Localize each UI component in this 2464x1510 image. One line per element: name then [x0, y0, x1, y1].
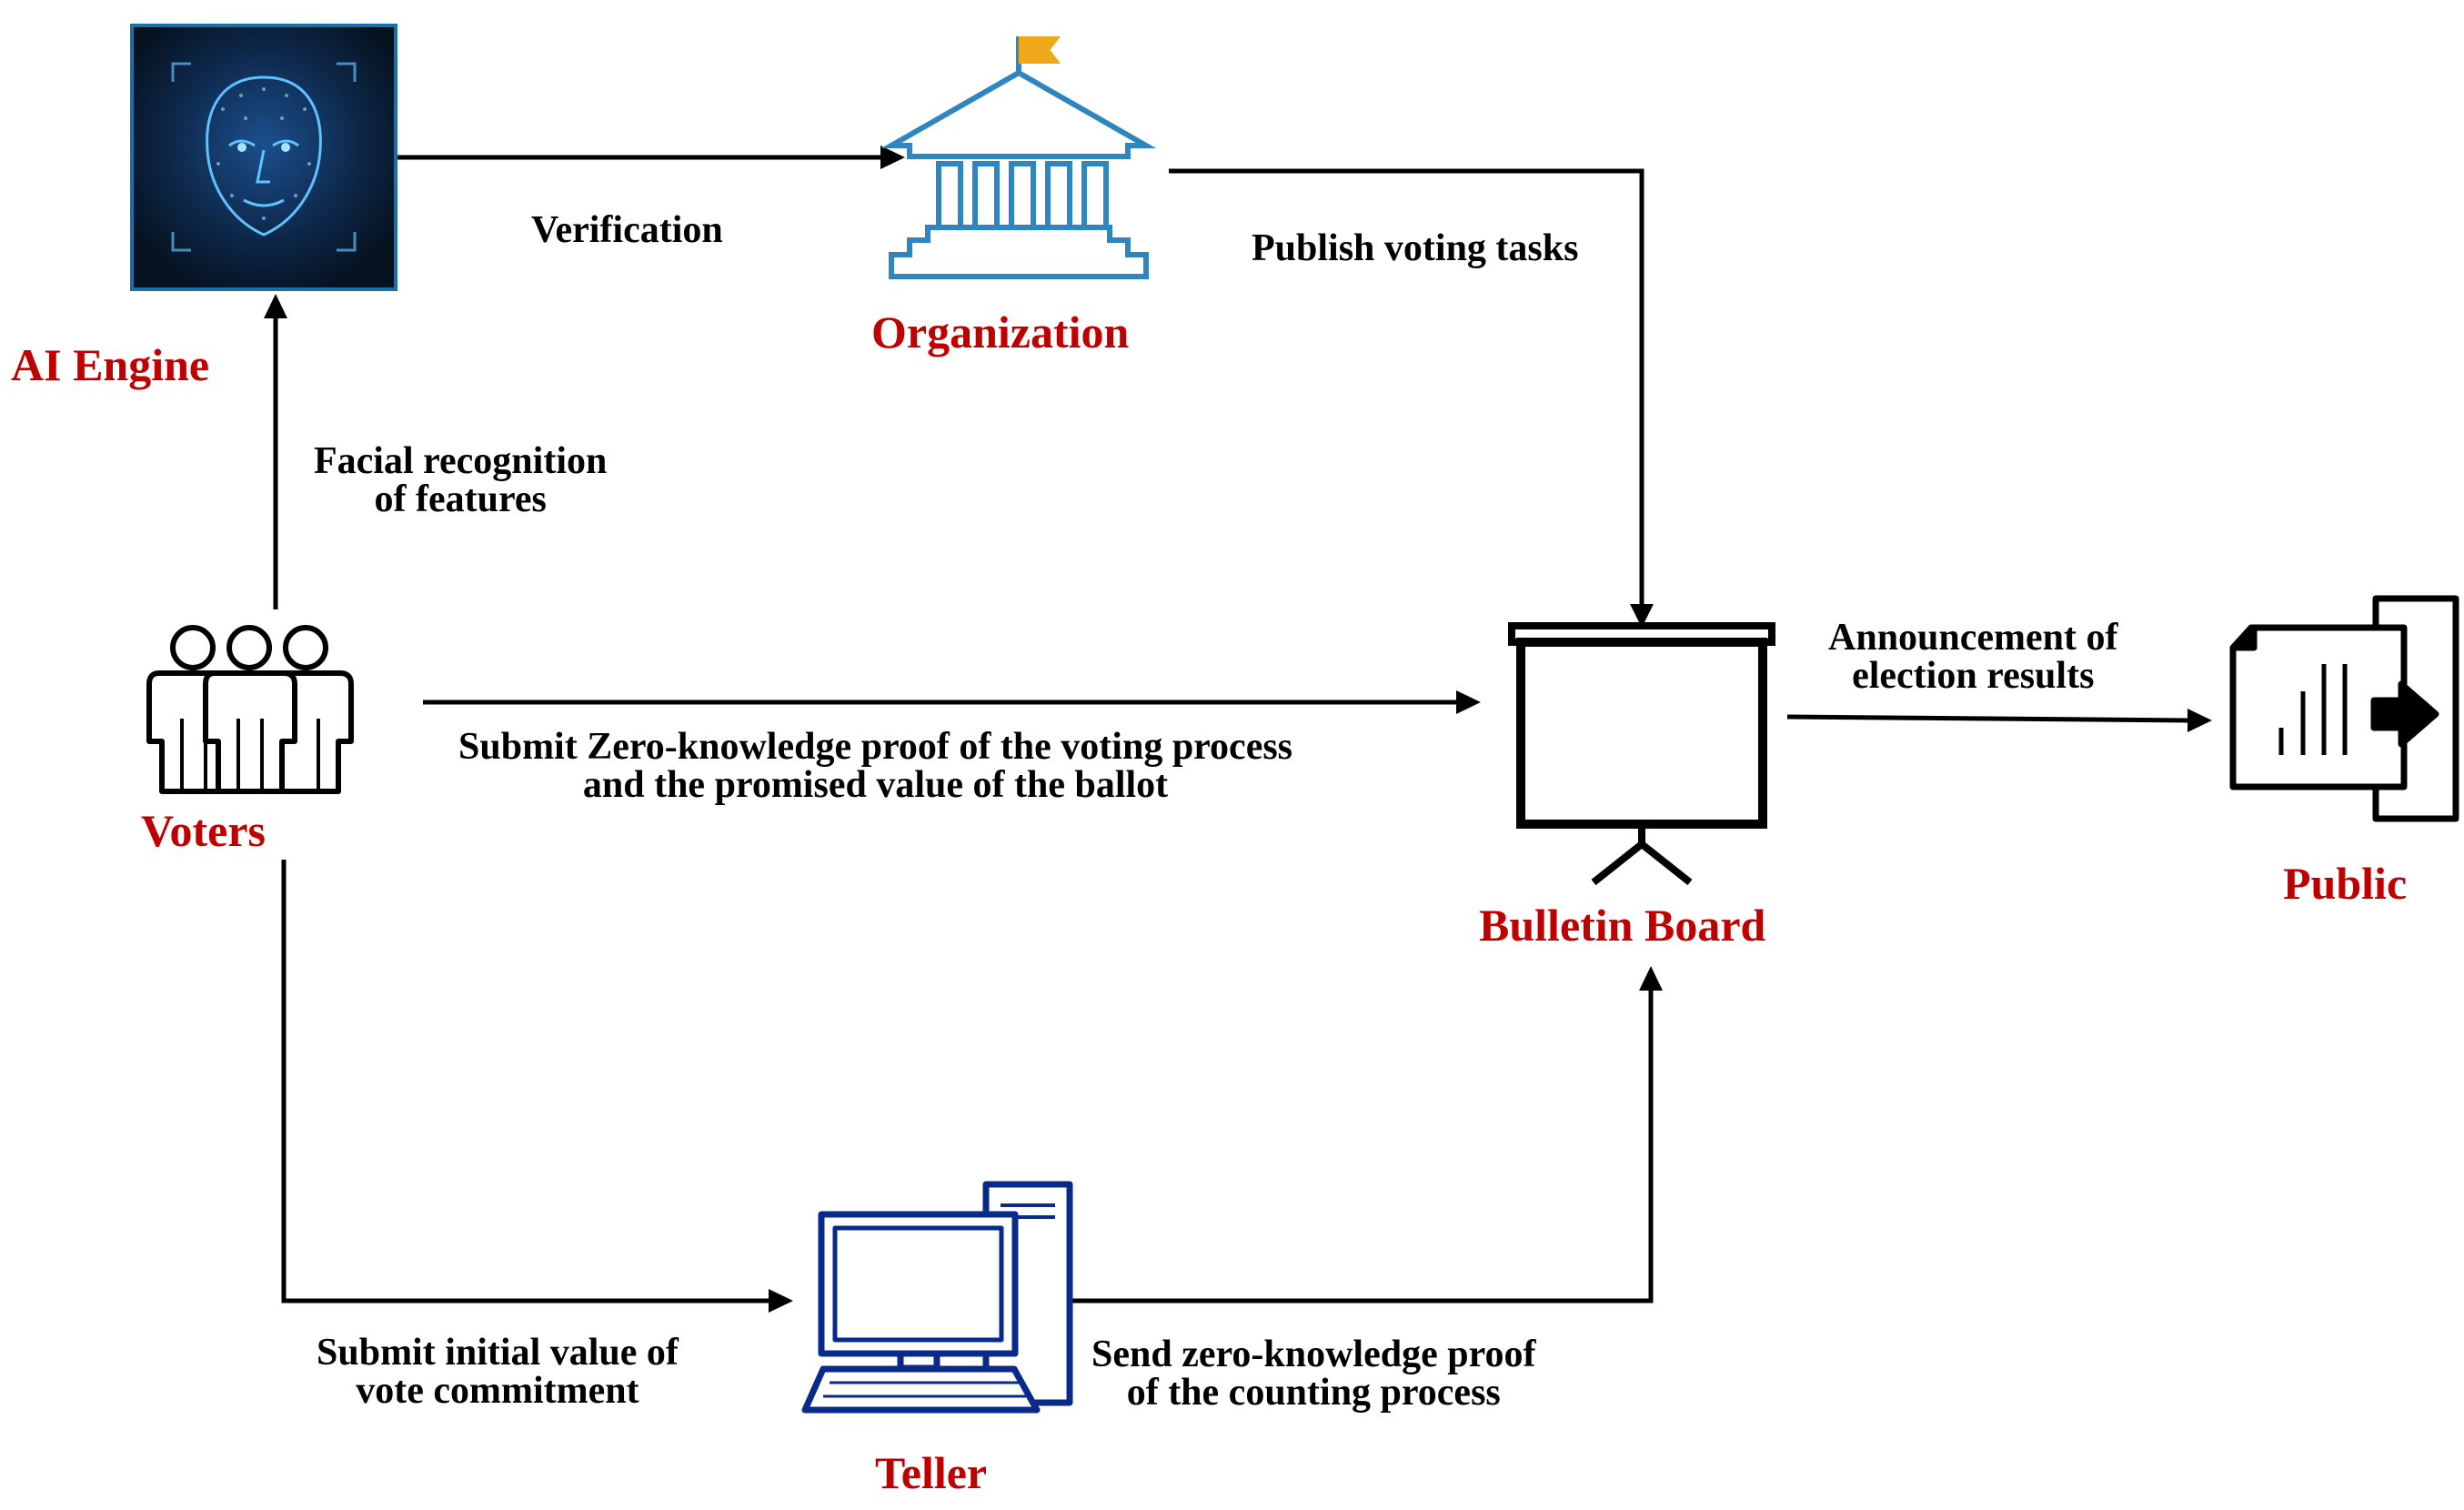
submit-initial-value-label: Submit initial value of vote commitment: [317, 1334, 679, 1410]
report-document-icon: [2229, 595, 2459, 822]
arrowhead-bulletin-bottom: [1639, 966, 1663, 991]
edge-bulletin-to-public: [1786, 714, 2191, 723]
edges: [273, 155, 2191, 1304]
send-zk-proof-label: Send zero-knowledge proof of the countin…: [1091, 1335, 1535, 1412]
announcement-label: Announcement of election results: [1828, 619, 2118, 695]
organization-label: Organization: [871, 307, 1130, 357]
bulletin-board-label: Bulletin Board: [1479, 900, 1766, 951]
face-scan-icon: [130, 24, 397, 291]
edge-teller-to-bulletin: [1071, 984, 1654, 1304]
submit-zk-line-2: and the promised value of the ballot: [582, 764, 1169, 806]
edge-organization-to-bulletin: [1169, 168, 1644, 611]
arrowhead-bulletin-top: [1630, 604, 1654, 628]
arrowhead-teller: [769, 1289, 793, 1313]
send-zk-line-2: of the counting process: [1126, 1372, 1501, 1414]
computer-icon: [801, 1181, 1073, 1414]
submit-zk-line-1: Submit Zero-knowledge proof of the votin…: [458, 726, 1293, 768]
facial-recognition-label: Facial recognition of features: [314, 442, 607, 518]
submit-initial-line-2: vote commitment: [356, 1370, 639, 1412]
arrowheads: [264, 146, 2212, 1313]
submit-initial-line-1: Submit initial value of: [317, 1332, 679, 1374]
edge-voters-to-teller: [281, 860, 771, 1304]
announce-line-2: election results: [1852, 655, 2095, 697]
arrowhead-public: [2187, 709, 2212, 732]
arrowhead-organization: [880, 146, 905, 169]
announce-line-1: Announcement of: [1828, 617, 2118, 659]
projection-board-icon: [1508, 622, 1775, 886]
voters-label: Voters: [141, 805, 267, 856]
verification-text: Verification: [531, 209, 723, 251]
facial-line-1: Facial recognition: [314, 440, 608, 482]
arrowhead-bulletin-left: [1456, 690, 1481, 714]
arrowhead-ai-bottom: [264, 294, 287, 318]
submit-zk-proof-label: Submit Zero-knowledge proof of the votin…: [458, 728, 1292, 804]
send-zk-line-1: Send zero-knowledge proof: [1091, 1334, 1536, 1375]
publish-voting-tasks-label: Publish voting tasks: [1252, 229, 1578, 267]
voters-group-icon: [146, 625, 354, 794]
public-label: Public: [2283, 858, 2408, 909]
verification-label: Verification: [531, 211, 723, 249]
government-building-icon: [880, 36, 1157, 279]
ai-engine-label: AI Engine: [11, 339, 210, 390]
teller-label: Teller: [875, 1447, 988, 1498]
facial-line-2: of features: [374, 478, 547, 520]
publish-text: Publish voting tasks: [1252, 227, 1579, 269]
